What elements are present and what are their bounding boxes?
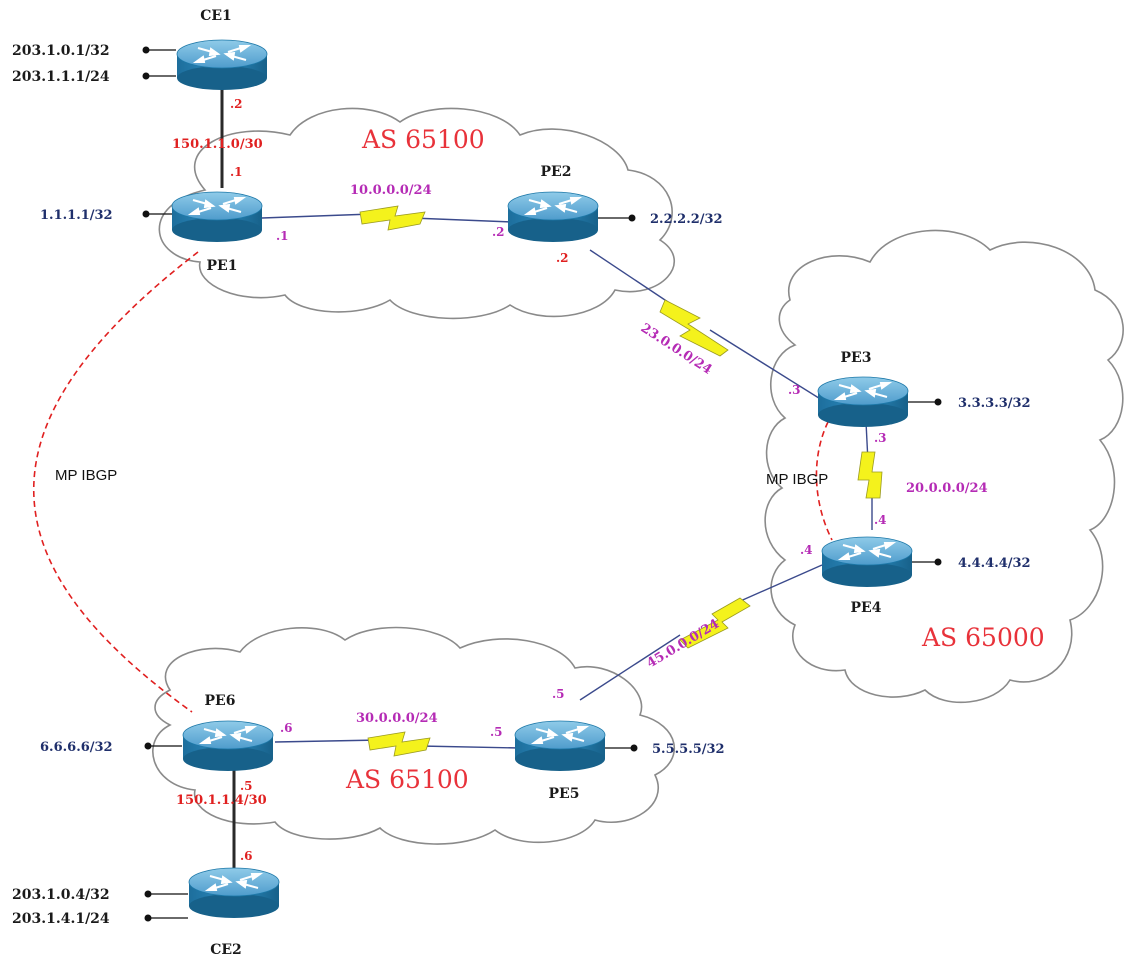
router-label-pe4: PE4 (851, 600, 882, 616)
subnet-pe2-pe3: 23.0.0.0/24 (638, 321, 715, 378)
ibgp-session-pe1-pe6 (33, 251, 199, 713)
subnet-pe4-pe5: 45.0.0.0/24 (644, 617, 722, 672)
serial-link-pe5-pe6 (274, 731, 521, 757)
if-pe1-up: .1 (230, 165, 243, 179)
cisco-router-icon (817, 376, 909, 428)
router-label-pe1: PE1 (207, 258, 238, 274)
mp-ibgp-label-left: MP IBGP (55, 467, 117, 484)
if-pe2-left: .2 (492, 225, 505, 239)
serial-link-pe2-pe3 (589, 249, 823, 401)
router-ce1[interactable] (176, 39, 268, 91)
lightning-bolt-icon (679, 597, 751, 649)
lightning-bolt-icon (367, 731, 431, 757)
as-label-bottom: AS 65100 (345, 765, 469, 794)
pe3-loopback: 3.3.3.3/32 (958, 396, 1031, 411)
router-pe4[interactable] (821, 536, 913, 588)
as65100-bottom-cloud (152, 626, 676, 845)
subnet-pe6-ce2: 150.1.1.4/30 (176, 793, 267, 808)
mp-ibgp-label-right: MP IBGP (766, 471, 828, 488)
cisco-router-icon (514, 720, 606, 772)
router-label-pe5: PE5 (549, 786, 580, 802)
pe5-loopback: 5.5.5.5/32 (652, 742, 725, 757)
if-pe6-down: .5 (240, 779, 253, 793)
subnet-ce1-pe1: 150.1.1.0/30 (172, 137, 263, 152)
subnet-pe3-pe4: 20.0.0.0/24 (906, 481, 988, 496)
as-label-right: AS 65000 (921, 623, 1045, 652)
serial-link-pe3-pe4 (857, 421, 883, 530)
serial-link-pe4-pe5 (579, 564, 823, 701)
pe6-loopback: 6.6.6.6/32 (40, 740, 113, 755)
if-pe5-up: .5 (552, 687, 565, 701)
ibgp-session-pe3-pe4 (815, 421, 833, 541)
subnet-pe5-pe6: 30.0.0.0/24 (356, 711, 438, 726)
router-label-pe3: PE3 (841, 350, 872, 366)
if-pe1-right: .1 (276, 229, 289, 243)
ce2-network-2: 203.1.4.1/24 (12, 911, 110, 927)
if-ce1-down: .2 (230, 97, 243, 111)
ce2-network-1: 203.1.0.4/32 (12, 887, 110, 903)
if-pe3-down: .3 (874, 431, 887, 445)
router-ce2[interactable] (188, 867, 280, 919)
network-stubs (142, 46, 942, 922)
cisco-router-icon (507, 191, 599, 243)
ce1-network-1: 203.1.0.1/32 (12, 43, 110, 59)
if-pe6-right: .6 (280, 721, 293, 735)
router-label-ce2: CE2 (210, 942, 242, 958)
cisco-router-icon (821, 536, 913, 588)
if-pe3-left: .3 (788, 383, 801, 397)
pe1-loopback: 1.1.1.1/32 (40, 208, 113, 223)
router-pe2[interactable] (507, 191, 599, 243)
router-pe5[interactable] (514, 720, 606, 772)
lightning-bolt-icon (659, 299, 729, 357)
router-label-ce1: CE1 (200, 8, 232, 24)
cisco-router-icon (182, 720, 274, 772)
router-label-pe2: PE2 (541, 164, 572, 180)
if-pe2-down: .2 (556, 251, 569, 265)
pe2-loopback: 2.2.2.2/32 (650, 212, 723, 227)
router-pe6[interactable] (182, 720, 274, 772)
if-ce2-up: .6 (240, 849, 253, 863)
router-pe3[interactable] (817, 376, 909, 428)
if-pe4-left: .4 (800, 543, 813, 557)
if-pe4-up: .4 (874, 513, 887, 527)
as-label-top: AS 65100 (361, 125, 485, 154)
cisco-router-icon (171, 191, 263, 243)
lightning-bolt-icon (359, 205, 426, 231)
if-pe5-left: .5 (490, 725, 503, 739)
cisco-router-icon (176, 39, 268, 91)
router-pe1[interactable] (171, 191, 263, 243)
lightning-bolt-icon (857, 451, 883, 499)
subnet-pe1-pe2: 10.0.0.0/24 (350, 183, 432, 198)
cisco-router-icon (188, 867, 280, 919)
pe4-loopback: 4.4.4.4/32 (958, 556, 1031, 571)
router-label-pe6: PE6 (205, 693, 236, 709)
ce1-network-2: 203.1.1.1/24 (12, 69, 110, 85)
serial-link-pe1-pe2 (261, 205, 513, 231)
